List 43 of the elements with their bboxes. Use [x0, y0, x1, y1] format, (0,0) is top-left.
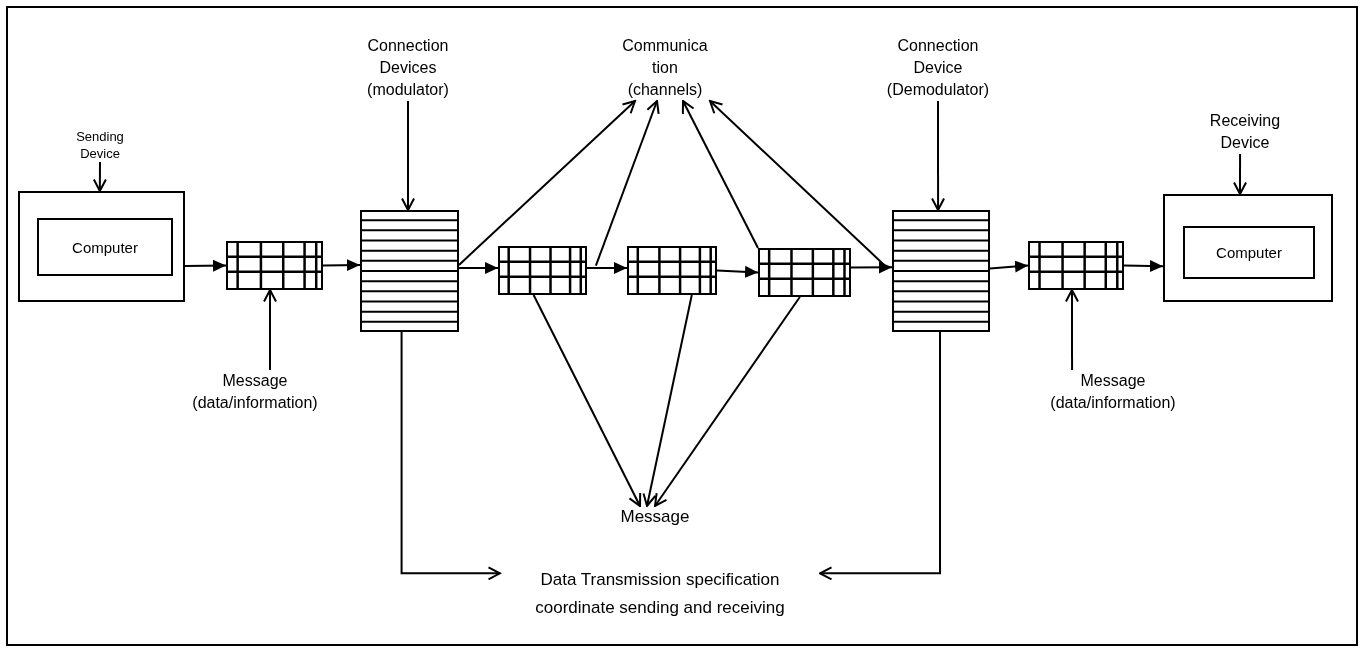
message-grid — [758, 248, 851, 297]
arrow — [184, 259, 227, 272]
arrow — [642, 294, 693, 507]
message-grid — [498, 246, 587, 295]
device-label: Connection Devices (modulator) — [348, 35, 468, 101]
arrow — [1065, 289, 1079, 371]
computer-box: Computer — [1183, 226, 1315, 279]
bent-arrow — [400, 331, 501, 581]
message-grid — [1028, 241, 1124, 290]
arrow — [931, 100, 946, 211]
arrow — [586, 262, 628, 275]
device-box — [1163, 194, 1333, 302]
device-label: Communica tion (channels) — [615, 35, 715, 101]
arrow — [458, 100, 636, 266]
arrow — [322, 259, 361, 272]
device-label: Receiving Device — [1190, 110, 1300, 154]
arrow — [594, 100, 660, 267]
device-label: Message (data/information) — [1038, 370, 1188, 414]
striped-block — [360, 210, 459, 332]
arrow — [709, 100, 886, 266]
device-label: Data Transmission specification coordinate sending and receiving — [500, 566, 820, 622]
arrow — [681, 100, 759, 249]
arrow — [458, 262, 499, 274]
arrow — [1233, 153, 1247, 195]
device-label: Connection Device (Demodulator) — [882, 35, 994, 101]
message-grid — [627, 246, 717, 295]
device-label: Message (data/information) — [180, 370, 330, 414]
arrow — [532, 294, 642, 507]
arrow — [401, 100, 415, 211]
device-label: Message — [605, 506, 705, 528]
arrow — [1123, 260, 1164, 273]
device-label: Sending Device — [62, 128, 138, 162]
arrow — [92, 161, 107, 192]
device-box — [18, 191, 185, 302]
arrow — [850, 261, 893, 274]
computer-box: Computer — [37, 218, 173, 276]
arrow — [716, 265, 759, 278]
message-grid — [226, 241, 323, 290]
arrow — [263, 289, 278, 371]
arrow — [654, 296, 801, 507]
bent-arrow — [819, 331, 941, 581]
striped-block — [892, 210, 990, 332]
arrow — [989, 260, 1029, 273]
